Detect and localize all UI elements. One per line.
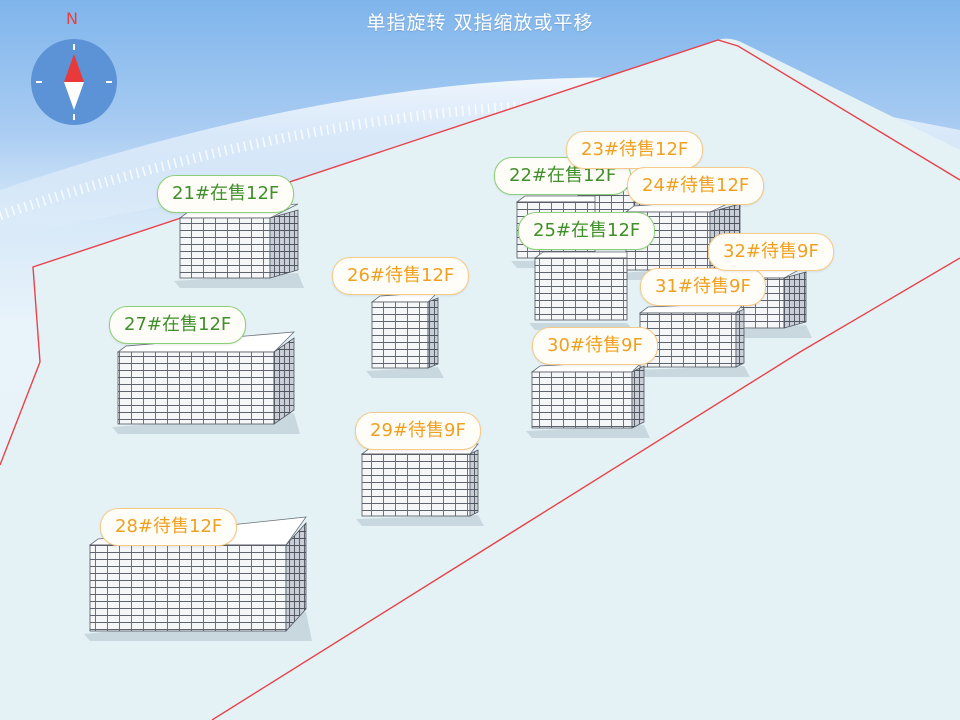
building-25[interactable] bbox=[529, 251, 633, 330]
building-label-32[interactable]: 32#待售9F bbox=[708, 233, 834, 271]
building-label-28[interactable]: 28#待售12F bbox=[100, 508, 238, 546]
building-label-27[interactable]: 27#在售12F bbox=[109, 306, 247, 344]
building-label-21[interactable]: 21#在售12F bbox=[157, 175, 295, 213]
building-30[interactable] bbox=[526, 359, 650, 438]
building-label-30[interactable]: 30#待售9F bbox=[532, 327, 658, 365]
building-label-23[interactable]: 23#待售12F bbox=[566, 131, 704, 169]
building-label-26[interactable]: 26#待售12F bbox=[332, 257, 470, 295]
building-label-24[interactable]: 24#待售12F bbox=[627, 167, 765, 205]
gesture-hint: 单指旋转 双指缩放或平移 bbox=[366, 12, 594, 34]
site-boundary bbox=[32, 39, 960, 363]
compass-icon[interactable] bbox=[30, 38, 118, 126]
building-26[interactable] bbox=[366, 291, 444, 378]
compass-needle-north bbox=[64, 54, 84, 82]
site-boundary-south bbox=[211, 257, 960, 720]
building-label-25[interactable]: 25#在售12F bbox=[518, 212, 656, 250]
building-21[interactable] bbox=[174, 203, 304, 288]
building-label-31[interactable]: 31#待售9F bbox=[640, 268, 766, 306]
building-27[interactable] bbox=[112, 331, 300, 434]
site-boundary-west bbox=[0, 361, 41, 466]
building-29[interactable] bbox=[356, 443, 484, 526]
compass-needle-south bbox=[64, 82, 84, 110]
compass-north-label: N bbox=[66, 9, 78, 28]
building-label-29[interactable]: 29#待售9F bbox=[355, 412, 481, 450]
